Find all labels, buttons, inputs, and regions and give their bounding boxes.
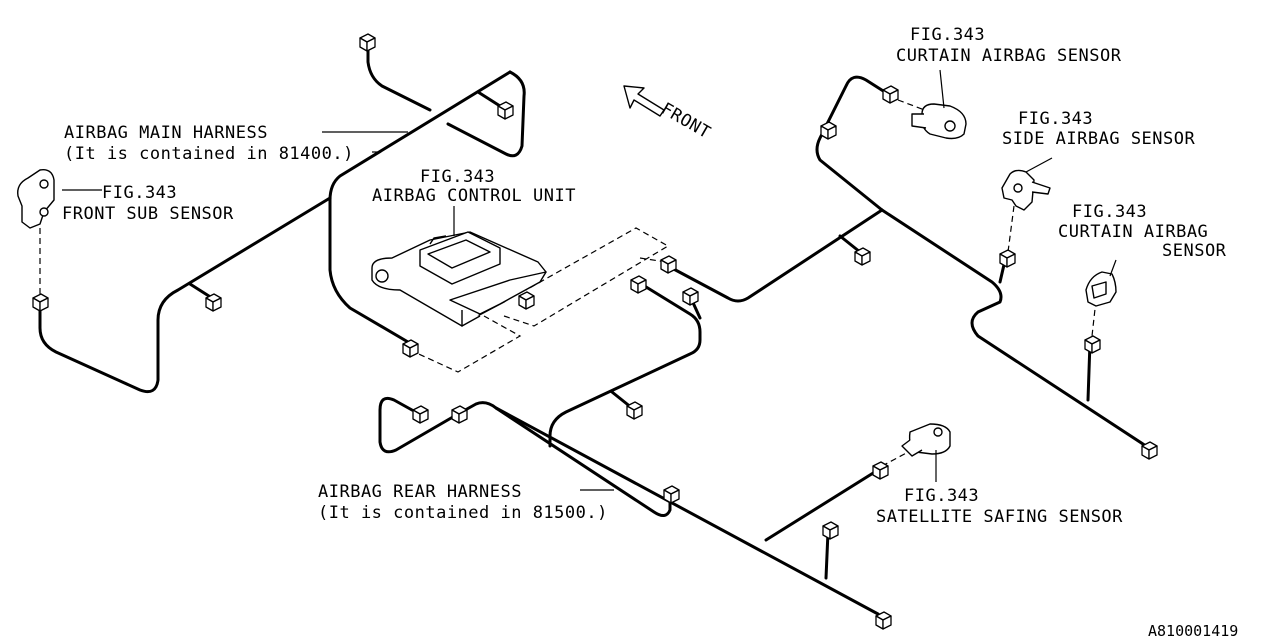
front-sub-sensor-label: FIG.343 FRONT SUB SENSOR [62, 183, 234, 224]
connector [822, 521, 839, 540]
curtain-sensor-right-name-2: SENSOR [1162, 241, 1227, 261]
front-sub-sensor-drawing [17, 169, 55, 229]
connector [451, 405, 468, 424]
airbag-rear-harness [378, 396, 880, 616]
connector [1084, 335, 1101, 354]
airbag-control-unit-drawing [371, 231, 547, 327]
rear-harness-name: AIRBAG REAR HARNESS [318, 482, 522, 502]
front-direction-arrow: FRONT [623, 85, 714, 143]
side-sensor-name: SIDE AIRBAG SENSOR [1002, 129, 1195, 149]
curtain-airbag-sensor-right-drawing [1085, 271, 1117, 307]
side-airbag-sensor-drawing [1001, 169, 1051, 211]
connector [820, 121, 837, 140]
connector [32, 293, 49, 312]
connector [359, 33, 376, 52]
connector [854, 247, 871, 266]
satellite-sensor-fig: FIG.343 [904, 486, 979, 506]
connector [412, 405, 429, 424]
control-unit-label: FIG.343 AIRBAG CONTROL UNIT [372, 167, 576, 206]
side-sensor-label: FIG.343 SIDE AIRBAG SENSOR [1002, 109, 1195, 149]
satellite-safing-sensor-drawing [901, 423, 951, 457]
connector [518, 291, 535, 310]
front-arrow-label: FRONT [658, 99, 714, 143]
satellite-sensor-label: FIG.343 SATELLITE SAFING SENSOR [876, 486, 1123, 527]
main-harness-label: AIRBAG MAIN HARNESS (It is contained in … [64, 123, 354, 164]
main-harness-note: (It is contained in 81400.) [64, 144, 354, 164]
connector [999, 249, 1016, 268]
curtain-sensor-top-name: CURTAIN AIRBAG SENSOR [896, 46, 1122, 66]
main-harness-name: AIRBAG MAIN HARNESS [64, 123, 268, 143]
curtain-airbag-sensor-top-drawing [911, 103, 967, 140]
rear-harness-label: AIRBAG REAR HARNESS (It is contained in … [318, 482, 608, 523]
curtain-sensor-top-fig: FIG.343 [910, 25, 985, 45]
front-sub-sensor-name: FRONT SUB SENSOR [62, 204, 234, 224]
satellite-sensor-name: SATELLITE SAFING SENSOR [876, 507, 1123, 527]
connector [497, 101, 514, 120]
curtain-sensor-top-label: FIG.343 CURTAIN AIRBAG SENSOR [896, 25, 1122, 66]
dashed-leads [39, 99, 1097, 467]
connector [1141, 441, 1158, 460]
connector [402, 339, 419, 358]
airbag-main-harness [38, 46, 526, 394]
curtain-sensor-right-fig: FIG.343 [1072, 202, 1147, 222]
connector [630, 275, 647, 294]
connector [872, 461, 889, 480]
control-unit-name: AIRBAG CONTROL UNIT [372, 186, 576, 206]
side-sensor-fig: FIG.343 [1018, 109, 1093, 129]
connector [626, 401, 643, 420]
leader-lines [62, 69, 1117, 491]
connector [660, 255, 677, 274]
connector [882, 85, 899, 104]
rear-harness-note: (It is contained in 81500.) [318, 503, 608, 523]
control-unit-fig: FIG.343 [420, 167, 495, 187]
connector [875, 611, 892, 630]
curtain-sensor-right-name: CURTAIN AIRBAG [1058, 222, 1208, 242]
connector [682, 287, 699, 306]
connector [663, 485, 680, 504]
curtain-sensor-right-label: FIG.343 CURTAIN AIRBAG SENSOR [1058, 202, 1227, 261]
diagram-code: A810001419 [1148, 622, 1238, 640]
front-sub-sensor-fig: FIG.343 [102, 183, 177, 203]
connector [205, 293, 222, 312]
